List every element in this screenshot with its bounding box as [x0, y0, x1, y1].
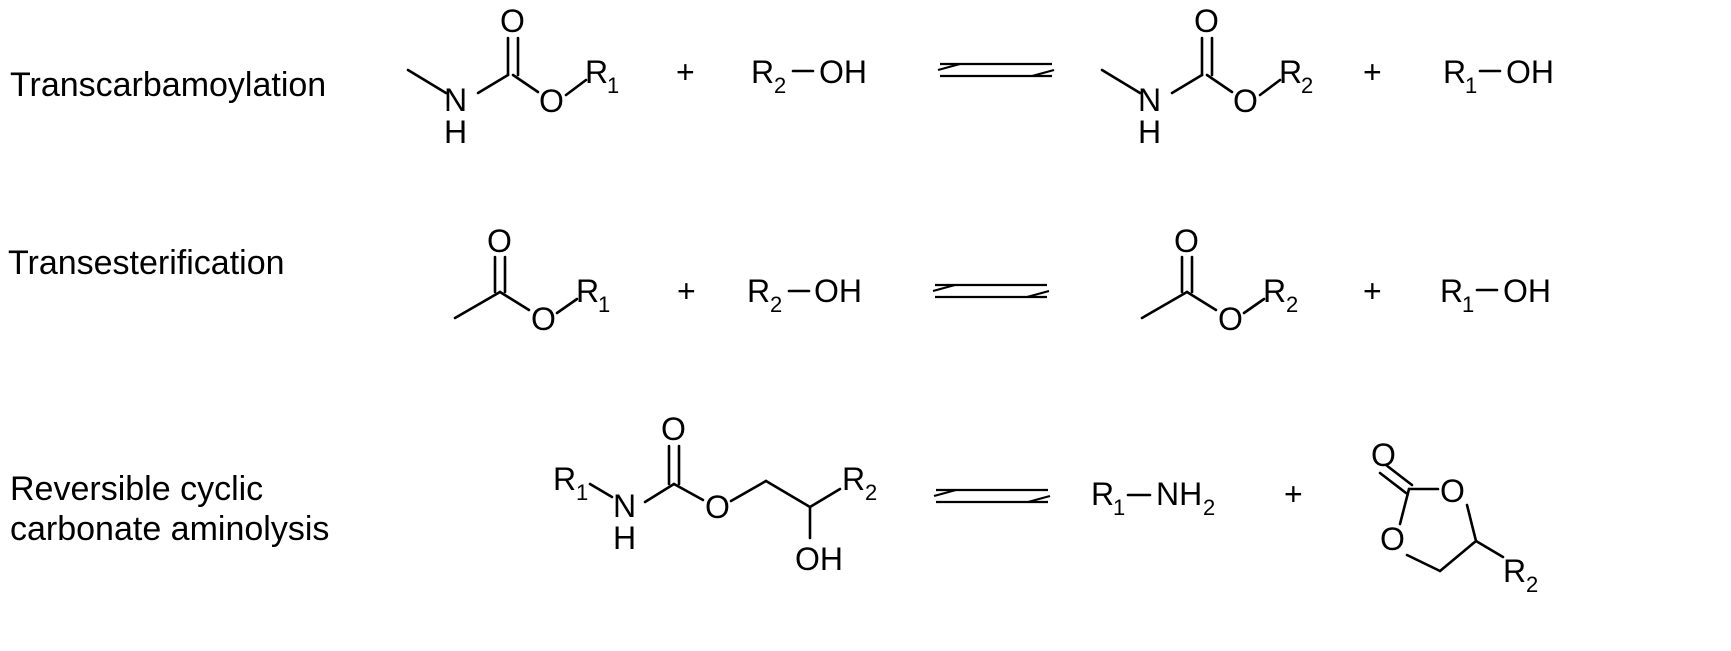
ester-carbonyl-o-atom: O — [1174, 223, 1199, 259]
r1-subscript: 1 — [1465, 73, 1477, 98]
ring-o-atom: O — [1440, 473, 1465, 509]
urethane-nh-atom: H — [613, 520, 636, 556]
plus-sign: + — [1363, 54, 1382, 90]
hydroxyl-group: OH — [814, 273, 862, 309]
carbamate-ester-o-atom: O — [539, 83, 564, 119]
hydroxyurethane-reactant: R 1 N H O O R 2 OH — [553, 411, 877, 577]
ester-r1-reactant: O O R 1 — [453, 223, 610, 337]
amine-nh-group: NH — [1156, 476, 1202, 512]
carbamate-nh-atom: H — [1138, 114, 1161, 150]
r1-subscript: 1 — [607, 73, 619, 98]
carbamate-carbonyl-o-atom: O — [1194, 3, 1219, 39]
alcohol-r2: R 2 OH — [747, 273, 862, 317]
r1-subscript: 1 — [598, 292, 610, 317]
r1-subscript: 1 — [576, 480, 588, 505]
r2-group: R — [747, 273, 770, 309]
r1-group: R — [553, 461, 576, 497]
r2-group: R — [751, 54, 774, 90]
plus-sign: + — [1363, 273, 1382, 309]
amine-h2-subscript: 2 — [1203, 495, 1215, 520]
alcohol-r2: R 2 OH — [751, 54, 867, 98]
r2-group: R — [1503, 553, 1526, 589]
urethane-carbonyl-o-atom: O — [661, 411, 686, 447]
alcohol-r1: R 1 OH — [1443, 54, 1554, 98]
r1-subscript: 1 — [1462, 292, 1474, 317]
r2-subscript: 2 — [1301, 73, 1313, 98]
hydroxyl-group: OH — [819, 54, 867, 90]
r1-group: R — [1091, 476, 1114, 512]
carbamate-n-atom: N — [444, 82, 467, 118]
urethane-n-atom: N — [613, 488, 636, 524]
r1-group: R — [1440, 273, 1463, 309]
urethane-ester-o-atom: O — [705, 489, 730, 525]
ester-o-atom: O — [1218, 301, 1243, 337]
plus-sign: + — [677, 273, 696, 309]
r2-subscript: 2 — [865, 480, 877, 505]
hydroxyl-group: OH — [1506, 54, 1554, 90]
ester-carbonyl-o-atom: O — [487, 223, 512, 259]
r1-group: R — [585, 54, 608, 90]
cyclic-carbonyl-o-atom: O — [1371, 437, 1396, 473]
carbamate-nh-atom: H — [444, 114, 467, 150]
label-aminolysis-line1: Reversible cyclic — [10, 470, 263, 508]
r2-subscript: 2 — [770, 292, 782, 317]
equilibrium-arrow — [932, 283, 1050, 299]
amine-r1: R 1 NH 2 — [1091, 476, 1215, 520]
r2-subscript: 2 — [1286, 292, 1298, 317]
r1-group: R — [576, 273, 599, 309]
carbamate-ester-o-atom: O — [1233, 83, 1258, 119]
equilibrium-arrow — [937, 62, 1055, 78]
carbamate-n-atom: N — [1138, 82, 1161, 118]
label-aminolysis-line2: carbonate aminolysis — [10, 510, 329, 548]
carbamate-carbonyl-o-atom: O — [500, 3, 525, 39]
r2-group: R — [1279, 54, 1302, 90]
r1-subscript: 1 — [1113, 495, 1125, 520]
label-transesterification: Transesterification — [8, 244, 285, 282]
alcohol-r1: R 1 OH — [1440, 273, 1551, 317]
r1-group: R — [1443, 54, 1466, 90]
ester-r2-product: O O R 2 — [1140, 223, 1298, 337]
carbamate-r2-product: N H O O R 2 — [1100, 3, 1313, 150]
r2-group: R — [842, 461, 865, 497]
ester-o-atom: O — [531, 301, 556, 337]
label-transcarbamoylation: Transcarbamoylation — [10, 66, 326, 104]
plus-sign: + — [1284, 476, 1303, 512]
cyclic-carbonate-r2: O O O R 2 — [1371, 437, 1538, 597]
ring-o-atom: O — [1380, 521, 1405, 557]
r2-subscript: 2 — [774, 73, 786, 98]
r2-subscript: 2 — [1526, 572, 1538, 597]
hydroxyl-group: OH — [795, 541, 843, 577]
carbamate-r1-reactant: N H O O R 1 — [406, 3, 619, 150]
equilibrium-arrow — [933, 488, 1051, 504]
plus-sign: + — [676, 54, 695, 90]
hydroxyl-group: OH — [1503, 273, 1551, 309]
r2-group: R — [1263, 273, 1286, 309]
